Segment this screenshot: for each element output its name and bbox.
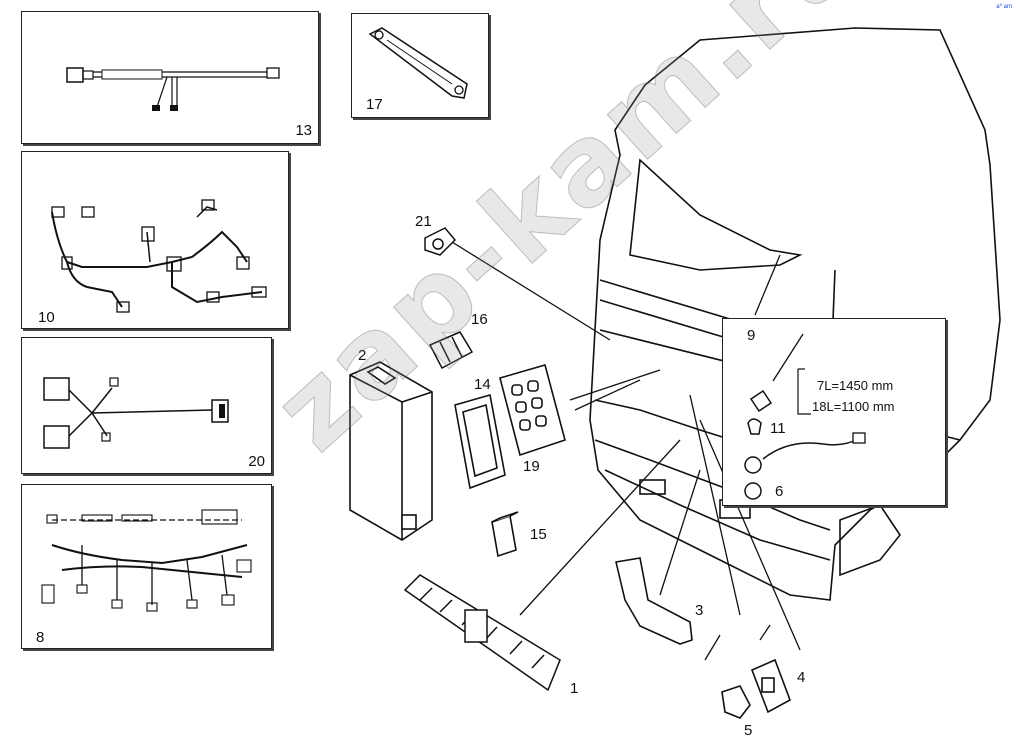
part-3-bracket — [615, 557, 693, 645]
panel-10-harness: 10 — [21, 151, 289, 329]
part-14-gasket — [454, 393, 506, 490]
callout-2: 2 — [358, 347, 367, 364]
panel-17-label: 17 — [366, 96, 383, 113]
part-1-terminal-strip — [403, 574, 561, 692]
panel-13-harness: 13 — [21, 11, 319, 144]
spec-line-18: 18L=1100 mm — [812, 399, 895, 414]
detail-9-drawing — [744, 333, 866, 500]
panel-20-harness: 20 — [21, 337, 272, 474]
part-4-switch — [750, 658, 791, 714]
part-5-cap — [721, 685, 751, 719]
harness-20-drawing — [43, 377, 229, 449]
callout-14: 14 — [474, 376, 491, 393]
harness-8-drawing — [41, 509, 252, 612]
part-19-fuse-box — [499, 364, 566, 457]
callout-21: 21 — [415, 213, 432, 230]
corner-mark: a⁰ am — [996, 4, 1012, 10]
panel-10-label: 10 — [38, 309, 55, 326]
strap-17-drawing — [368, 27, 468, 99]
spec-line-7: 7L=1450 mm — [817, 378, 894, 393]
panel-9-detail: 9 — [722, 318, 946, 506]
panel-20-label: 20 — [248, 453, 265, 470]
panel-17-strap: 17 — [351, 13, 489, 118]
callout-4: 4 — [797, 669, 806, 686]
harness-10-drawing — [51, 199, 267, 313]
panel-13-label: 13 — [295, 122, 312, 139]
callout-19: 19 — [523, 458, 540, 475]
part-15-relay — [491, 511, 519, 558]
callout-5: 5 — [744, 722, 753, 739]
callout-3: 3 — [695, 602, 704, 619]
callout-6: 6 — [775, 483, 784, 500]
callout-16: 16 — [471, 311, 488, 328]
panel-9-label: 9 — [747, 327, 756, 344]
callout-1: 1 — [570, 680, 579, 697]
callout-15: 15 — [530, 526, 547, 543]
panel-8-harness: 8 — [21, 484, 272, 649]
panel-8-label: 8 — [36, 629, 45, 646]
callout-11: 11 — [770, 420, 786, 437]
harness-13-drawing — [66, 67, 280, 111]
